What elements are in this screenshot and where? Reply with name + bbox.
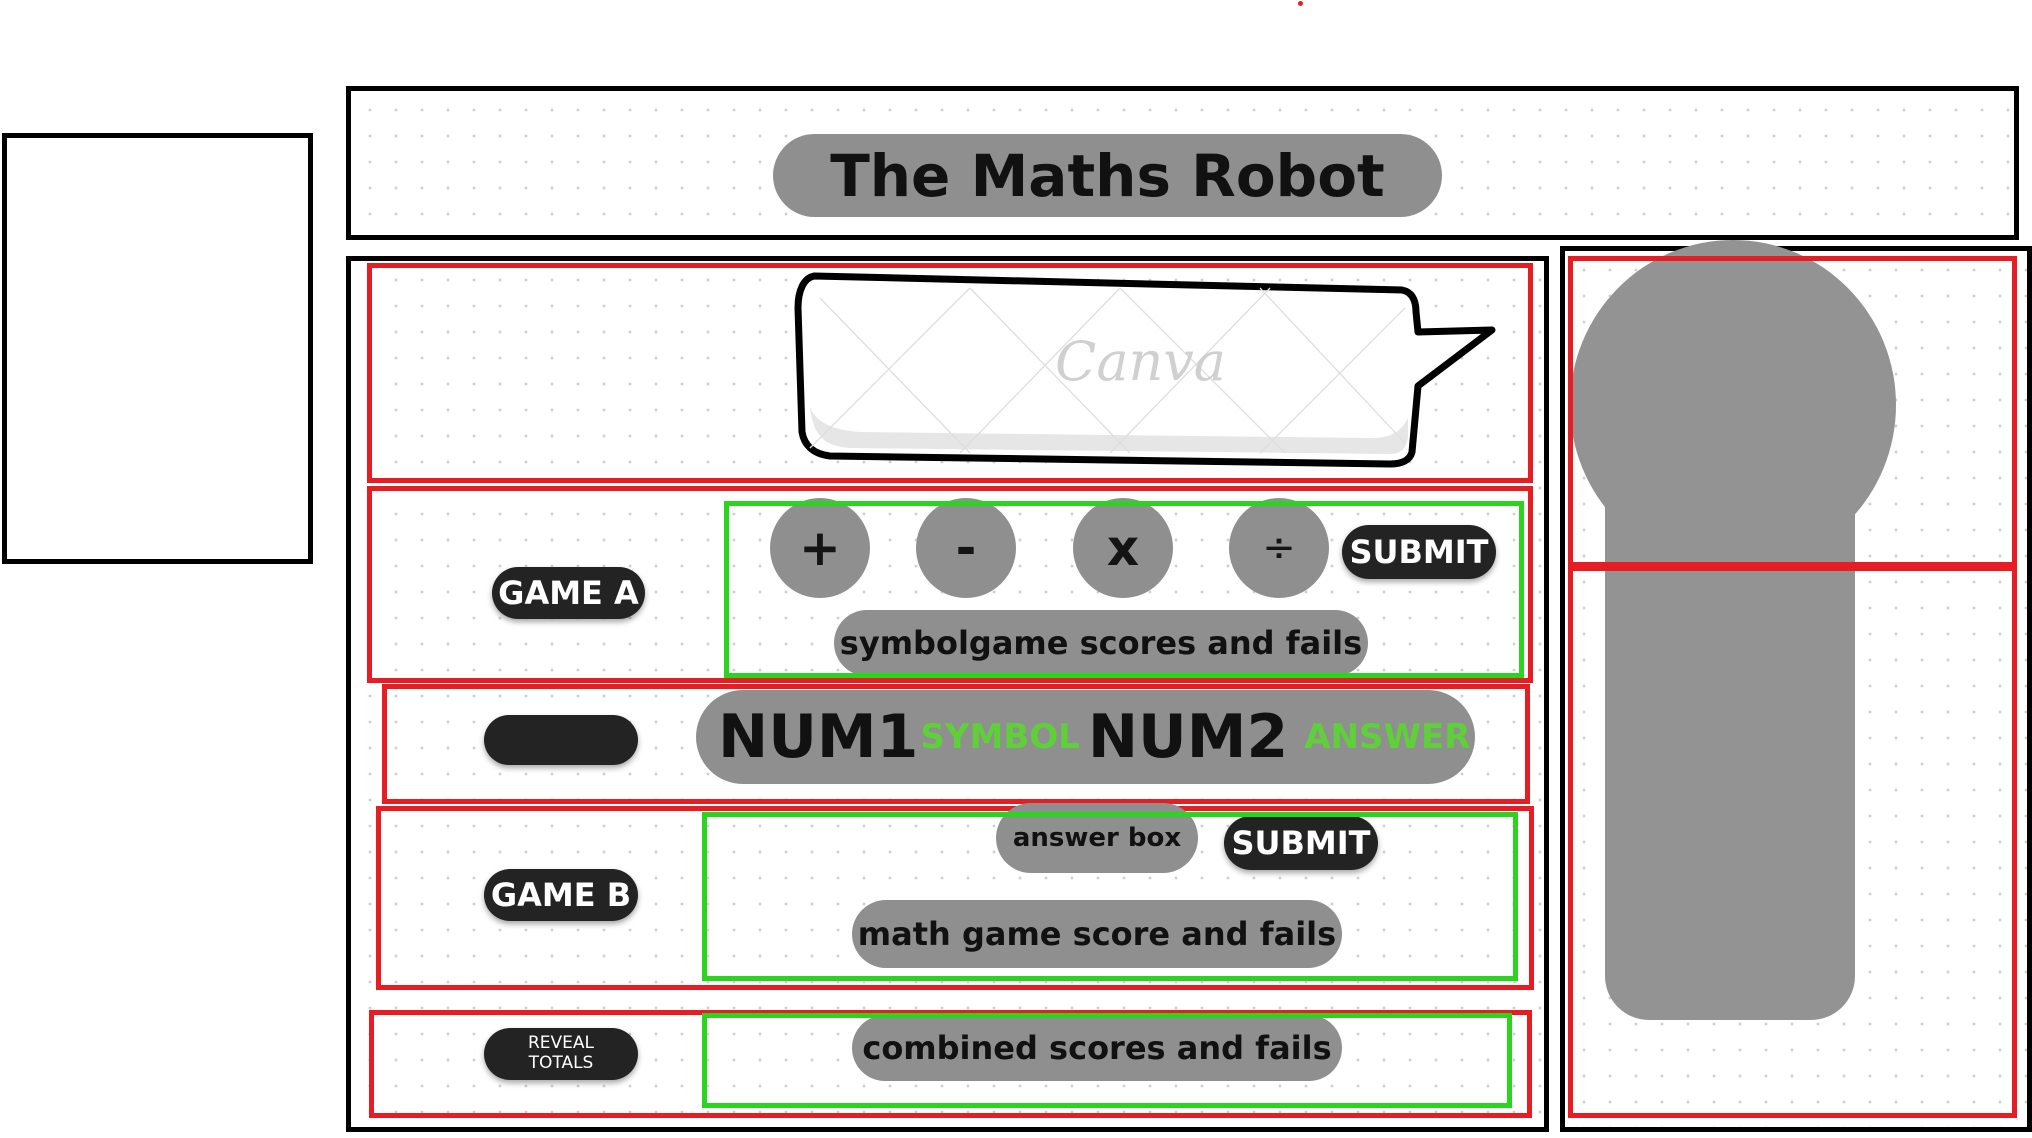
symbol-text: SYMBOL	[920, 717, 1080, 757]
game-b-section	[376, 806, 1534, 990]
multiply-button[interactable]: x	[1073, 498, 1173, 598]
totals-group	[702, 1013, 1512, 1108]
divide-button[interactable]: ÷	[1229, 498, 1329, 598]
plus-label: +	[799, 519, 841, 577]
game-a-button[interactable]: GAME A	[492, 567, 645, 619]
canva-watermark: Canva	[1055, 330, 1226, 393]
game-b-controls-group	[702, 812, 1518, 981]
left-empty-panel	[2, 133, 313, 564]
reveal-totals-button[interactable]: REVEAL TOTALS	[484, 1028, 638, 1080]
page-title-text: The Maths Robot	[830, 141, 1385, 210]
header-panel: The Maths Robot	[346, 86, 2019, 240]
stray-dot	[1298, 1, 1303, 6]
reveal-totals-line2: TOTALS	[528, 1053, 594, 1073]
robot-body-region	[1568, 566, 2017, 1118]
game-b-label: GAME B	[490, 876, 632, 914]
symbolgame-scores-display: symbolgame scores and fails	[834, 610, 1368, 676]
speech-bubble	[794, 272, 1496, 468]
totals-section	[369, 1010, 1532, 1118]
game-b-submit-button[interactable]: SUBMIT	[1224, 816, 1378, 870]
math-game-scores-display: math game score and fails	[852, 900, 1342, 968]
robot-head-region	[1568, 256, 2017, 567]
answer-text: ANSWER	[1304, 717, 1471, 757]
combined-scores-display: combined scores and fails	[852, 1015, 1342, 1081]
minus-label: -	[955, 519, 977, 577]
game-a-controls-group	[724, 501, 1524, 678]
game-a-label: GAME A	[498, 574, 639, 612]
symbolgame-scores-text: symbolgame scores and fails	[839, 624, 1363, 662]
combined-scores-text: combined scores and fails	[862, 1029, 1332, 1067]
speech-section	[367, 263, 1533, 483]
num2-text: NUM2	[1087, 702, 1289, 772]
equation-display: NUM1 SYMBOL NUM2 ANSWER	[696, 690, 1475, 784]
reveal-totals-line1: REVEAL	[527, 1033, 595, 1054]
page-title: The Maths Robot	[773, 134, 1442, 217]
num1-text: NUM1	[718, 702, 919, 772]
minus-button[interactable]: -	[916, 498, 1016, 598]
multiply-label: x	[1106, 519, 1140, 577]
math-game-scores-text: math game score and fails	[857, 915, 1337, 953]
robot-body	[1605, 470, 1855, 1020]
equation-section	[382, 684, 1530, 804]
blank-dark-button[interactable]	[484, 715, 638, 765]
divide-label: ÷	[1262, 525, 1296, 571]
answer-box-label: answer box	[1012, 823, 1182, 853]
plus-button[interactable]: +	[770, 498, 870, 598]
game-a-submit-label: SUBMIT	[1349, 533, 1489, 571]
game-b-submit-label: SUBMIT	[1231, 824, 1371, 862]
game-a-section	[367, 486, 1533, 683]
game-a-submit-button[interactable]: SUBMIT	[1342, 525, 1496, 579]
game-b-button[interactable]: GAME B	[484, 869, 638, 921]
